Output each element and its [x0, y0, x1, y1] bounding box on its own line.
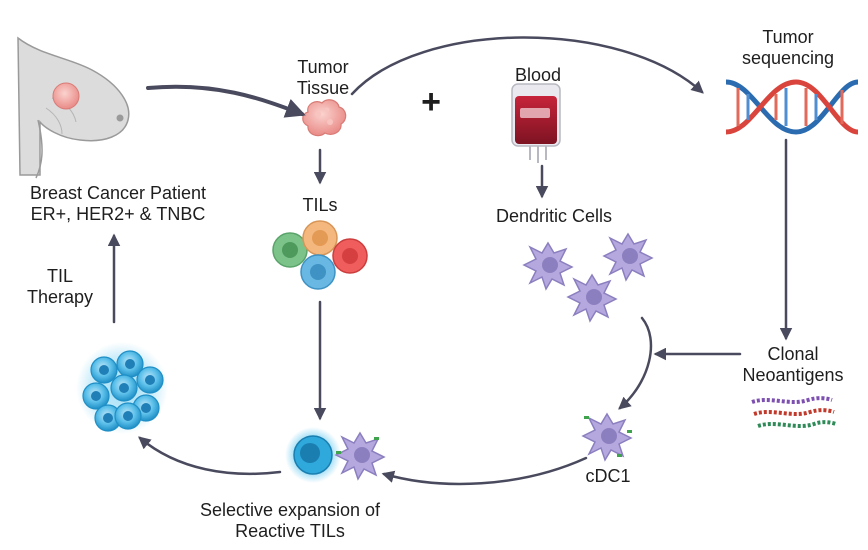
patient-label: Breast Cancer Patient ER+, HER2+ & TNBC [8, 183, 228, 225]
patient-label-line1: Breast Cancer Patient [29, 183, 207, 203]
expanded-til-cluster-icon [76, 342, 168, 434]
til-cluster-icon [272, 220, 368, 290]
dendritic-cell-icon [566, 273, 618, 323]
til-therapy-label-line1: TIL [46, 266, 73, 286]
tumor-sequencing-label-line1: Tumor [762, 27, 814, 47]
tumor-tissue-label-line1: Tumor [297, 57, 349, 77]
til-therapy-label-line2: Therapy [26, 287, 94, 307]
breast-icon [17, 36, 130, 179]
expansion-label-line2: Reactive TILs [235, 521, 345, 541]
tumor-sequencing-label: Tumor sequencing [726, 27, 850, 69]
tils-label: TILs [302, 195, 338, 215]
clonal-neoantigens-label-line1: Clonal [767, 344, 819, 364]
dendritic-cell-icon [522, 241, 574, 291]
arrow-tissue-to-sequencing [350, 36, 704, 96]
arrow-patient-to-tissue [146, 84, 306, 118]
expansion-label: Selective expansion of Reactive TILs [170, 500, 410, 542]
arrow-cdc1-to-expansion [381, 456, 588, 486]
t-cell-icon [285, 427, 341, 483]
tumor-tissue-icon [302, 99, 347, 137]
tumor-tissue-label-line2: Tissue [296, 78, 350, 98]
neoantigen-strands-icon [751, 396, 837, 428]
tumor-tissue-label: Tumor Tissue [278, 57, 368, 99]
til-therapy-label: TIL Therapy [20, 266, 100, 308]
arrow-expansion-to-cluster [138, 436, 282, 476]
plus-sign: + [421, 83, 441, 121]
dendritic-cell-icon [602, 232, 654, 282]
expansion-label-line1: Selective expansion of [199, 500, 381, 520]
clonal-neoantigens-label: Clonal Neoantigens [732, 344, 854, 386]
tumor-sequencing-label-line2: sequencing [741, 48, 835, 68]
blood-bag-icon [511, 83, 561, 163]
clonal-neoantigens-label-line2: Neoantigens [742, 365, 844, 385]
dendritic-cells-label: Dendritic Cells [495, 206, 613, 226]
dendritic-cell-icon [334, 431, 386, 481]
blood-label: Blood [514, 65, 562, 85]
cdc1-label: cDC1 [585, 466, 631, 486]
arrow-dc-to-cdc1 [618, 316, 653, 410]
cdc1-cell-icon [581, 412, 633, 462]
dna-helix-icon [725, 79, 859, 135]
patient-label-line2: ER+, HER2+ & TNBC [30, 204, 206, 224]
